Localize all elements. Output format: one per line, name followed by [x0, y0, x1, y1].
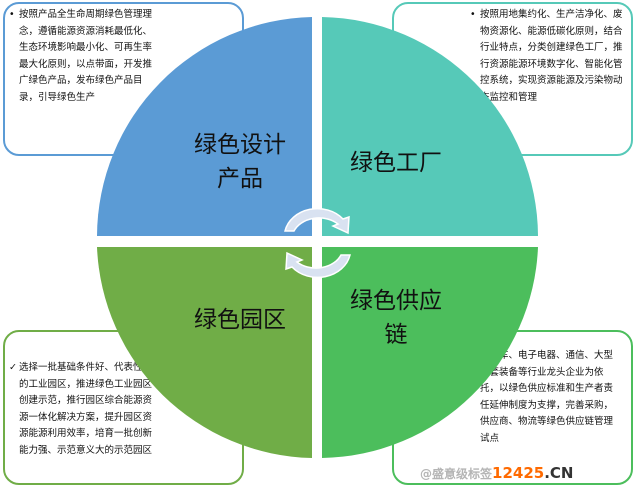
design-label: 绿色设计产品 [180, 128, 300, 196]
watermark-number: 12425 [492, 464, 545, 482]
park-description: ✓选择一批基础条件好、代表性强的工业园区，推进绿色工业园区创建示范，推行园区综合… [9, 360, 154, 459]
park-label: 绿色园区 [194, 307, 286, 333]
check-icon: ✓ [9, 362, 17, 373]
bullet-icon: • [470, 9, 476, 20]
park-quadrant [97, 247, 312, 458]
supply-text: 以汽车、电子电器、通信、大型成套装备等行业龙头企业为依托，以绿色供应标准和生产者… [480, 350, 614, 444]
watermark-source: @盛意级标签 [420, 467, 493, 481]
design-label-line2: 产品 [217, 166, 263, 192]
supply-label-line1: 绿色供应 [350, 288, 442, 314]
supply-quadrant [322, 247, 538, 458]
design-text: 按照产品全生命周期绿色管理理念，遵循能源资源消耗最低化、生态环境影响最小化、可再… [19, 9, 153, 103]
supply-description: 以汽车、电子电器、通信、大型成套装备等行业龙头企业为依托，以绿色供应标准和生产者… [480, 348, 622, 447]
factory-text: 按照用地集约化、生产洁净化、废物资源化、能源低碳化原则，结合行业特点，分类创建绿… [480, 9, 623, 103]
factory-label: 绿色工厂 [350, 150, 442, 176]
park-text: 选择一批基础条件好、代表性强的工业园区，推进绿色工业园区创建示范，推行园区综合能… [19, 362, 153, 456]
factory-quadrant [322, 17, 538, 236]
supply-label: 绿色供应链 [336, 284, 456, 352]
design-description: • 按照产品全生命周期绿色管理理念，遵循能源资源消耗最低化、生态环境影响最小化、可… [9, 7, 159, 106]
watermark: @盛意级标签12425.CN [420, 464, 573, 483]
supply-label-line2: 链 [384, 322, 408, 348]
watermark-tld: .CN [544, 464, 574, 482]
factory-description: • 按照用地集约化、生产洁净化、废物资源化、能源低碳化原则，结合行业特点，分类创建… [470, 7, 623, 106]
design-quadrant [97, 17, 312, 236]
bullet-icon: • [9, 9, 15, 20]
cycle-arrows-icon [284, 207, 351, 279]
design-label-line1: 绿色设计 [194, 132, 286, 158]
